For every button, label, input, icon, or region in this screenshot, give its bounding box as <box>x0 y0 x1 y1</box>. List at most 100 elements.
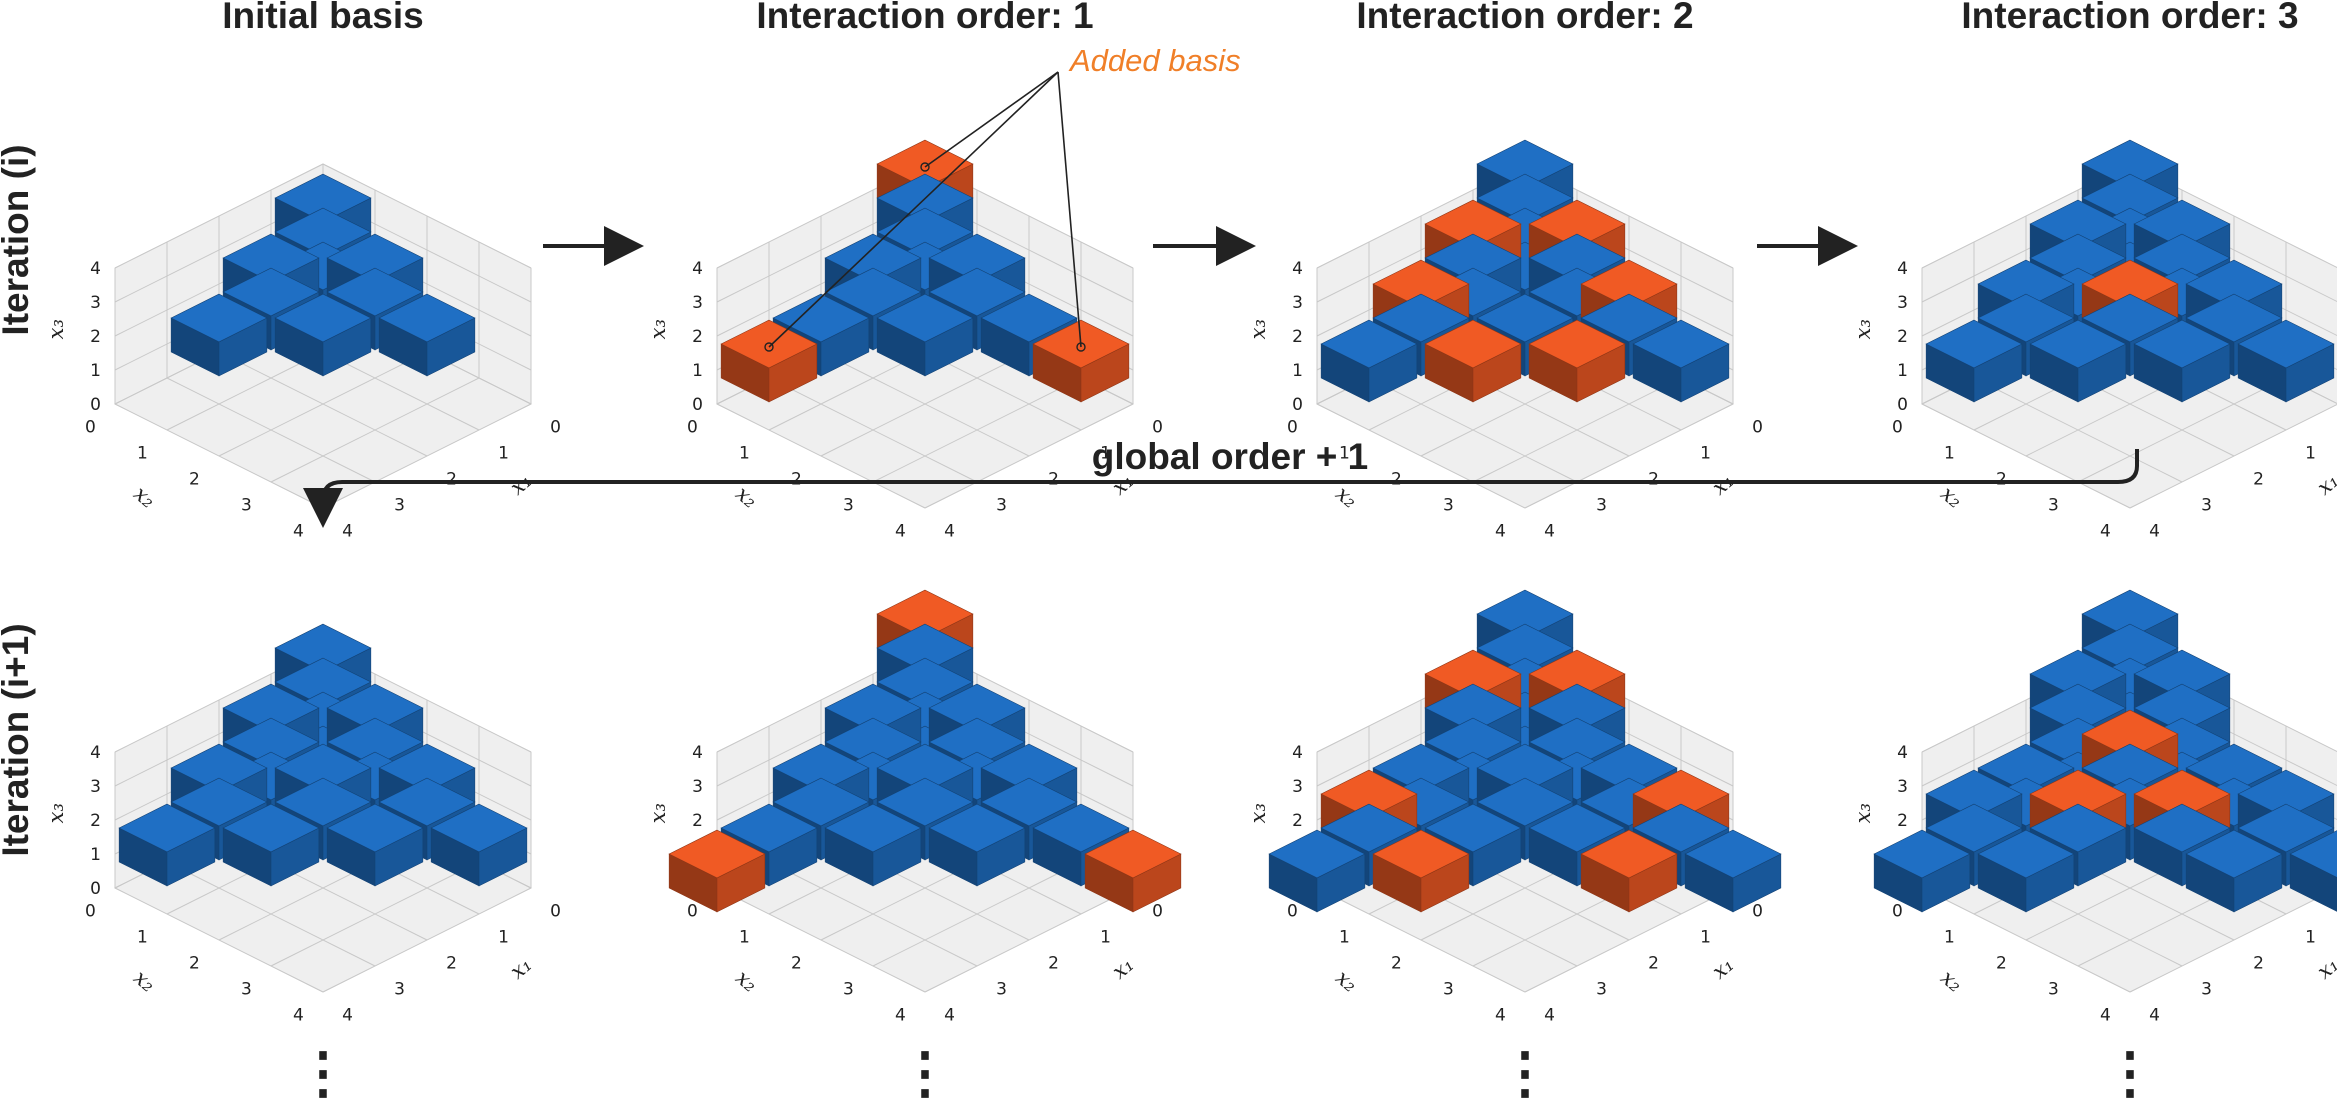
axis-label-x3: x₃ <box>1246 803 1270 823</box>
grid-line <box>2129 403 2337 509</box>
cube-face-top <box>1580 293 1678 343</box>
tick-x3: 1 <box>1897 361 1908 381</box>
cube-face-top <box>668 829 766 879</box>
tick-x2: 3 <box>2048 495 2059 515</box>
basis-cube <box>222 803 320 887</box>
grid-line <box>872 861 1082 967</box>
cube-face-top <box>1476 293 1574 343</box>
cube-face-top <box>980 293 1078 343</box>
tick-x2: 4 <box>2100 1005 2111 1025</box>
grid-line <box>1524 403 1734 509</box>
cube-face-top <box>1580 829 1678 879</box>
tick-x2: 4 <box>1495 521 1506 541</box>
cube-face-top <box>1925 803 2023 853</box>
cube-face-top <box>1528 319 1626 369</box>
added-basis-cube <box>1528 319 1626 403</box>
tick-x3: 3 <box>1292 293 1303 313</box>
tick-x3: 3 <box>692 293 703 313</box>
axis-label-x2: x₂ <box>1331 481 1362 512</box>
tick-x2: 1 <box>137 443 148 463</box>
grid-line <box>166 861 376 967</box>
grid-line <box>716 887 926 993</box>
tick-x1: 2 <box>2253 469 2264 489</box>
basis-cube <box>1684 829 1782 913</box>
cube-face-top <box>222 803 320 853</box>
tick-x1: 0 <box>1152 901 1163 921</box>
basis-cube <box>876 293 974 377</box>
column-title-order-3: Interaction order: 3 <box>1961 0 2298 36</box>
leader-line <box>924 71 1059 168</box>
cube-face-top <box>170 293 268 343</box>
cube-face-left <box>2289 853 2337 912</box>
added-basis-cube <box>1580 829 1678 913</box>
cube-face-top <box>772 293 870 343</box>
cube-face-top <box>1476 777 1574 827</box>
grid-line <box>768 861 978 967</box>
cube-face-top <box>1632 803 1730 853</box>
grid-line <box>270 377 480 483</box>
tick-x2: 1 <box>739 927 750 947</box>
tick-x2: 2 <box>189 953 200 973</box>
leader-dot <box>764 342 774 352</box>
tick-x2: 3 <box>843 495 854 515</box>
tick-x3: 4 <box>692 259 703 279</box>
tick-x2: 1 <box>739 443 750 463</box>
tick-x2: 0 <box>1892 901 1903 921</box>
tick-x2: 0 <box>687 417 698 437</box>
tick-x2: 4 <box>2100 521 2111 541</box>
cube-face-top <box>430 803 528 853</box>
cube-face-top <box>1977 293 2075 343</box>
continuation-dots-col-3: ⋮ <box>1497 1041 1553 1101</box>
axis-label-x2: x₂ <box>129 965 160 996</box>
tick-x1: 3 <box>1596 495 1607 515</box>
tick-x2: 3 <box>241 979 252 999</box>
tick-x3: 2 <box>1897 327 1908 347</box>
cube-face-top <box>1032 803 1130 853</box>
tick-x1: 1 <box>498 927 509 947</box>
tick-x1: 4 <box>342 1005 353 1025</box>
global-order-arrow <box>303 449 2139 528</box>
tick-x1: 4 <box>944 1005 955 1025</box>
grid-line <box>322 887 532 993</box>
tick-x1: 4 <box>2149 521 2160 541</box>
tick-x1: 1 <box>1100 927 1111 947</box>
column-title-order-2: Interaction order: 2 <box>1356 0 1693 36</box>
tick-x3: 2 <box>1292 327 1303 347</box>
axis-label-x1: x₁ <box>2312 952 2337 983</box>
tick-x2: 0 <box>1892 417 1903 437</box>
tick-x2: 1 <box>137 927 148 947</box>
tick-x2: 1 <box>1339 443 1350 463</box>
tick-x1: 0 <box>550 901 561 921</box>
cube-face-top <box>928 803 1026 853</box>
basis-cube <box>1320 319 1418 403</box>
tick-x3: 4 <box>1897 743 1908 763</box>
cube-face-top <box>2237 803 2335 853</box>
grid-line <box>1921 887 2131 993</box>
cube-face-top <box>876 293 974 343</box>
grid-line <box>768 377 978 483</box>
column-title-initial-basis: Initial basis <box>222 0 424 36</box>
tick-x3: 1 <box>90 845 101 865</box>
axis-label-x2: x₂ <box>1331 965 1362 996</box>
axis-label-x3: x₃ <box>1851 803 1875 823</box>
basis-cubes <box>1268 589 1782 913</box>
tick-x1: 3 <box>2201 979 2212 999</box>
tick-x3: 3 <box>1897 777 1908 797</box>
column-title-order-1: Interaction order: 1 <box>756 0 1093 36</box>
tick-x3: 0 <box>90 395 101 415</box>
tick-x2: 2 <box>1391 953 1402 973</box>
tick-x2: 4 <box>293 1005 304 1025</box>
cube-face-top <box>2029 319 2127 369</box>
axis-label-x1: x₁ <box>505 468 536 499</box>
grid-line <box>820 351 1030 457</box>
tick-x2: 0 <box>1287 417 1298 437</box>
cube-face-top <box>118 803 216 853</box>
axis-label-x3: x₃ <box>646 319 670 339</box>
grid-line <box>924 403 1134 509</box>
grid-line <box>1921 403 2131 509</box>
tick-x1: 0 <box>550 417 561 437</box>
cube-face-top <box>1528 803 1626 853</box>
